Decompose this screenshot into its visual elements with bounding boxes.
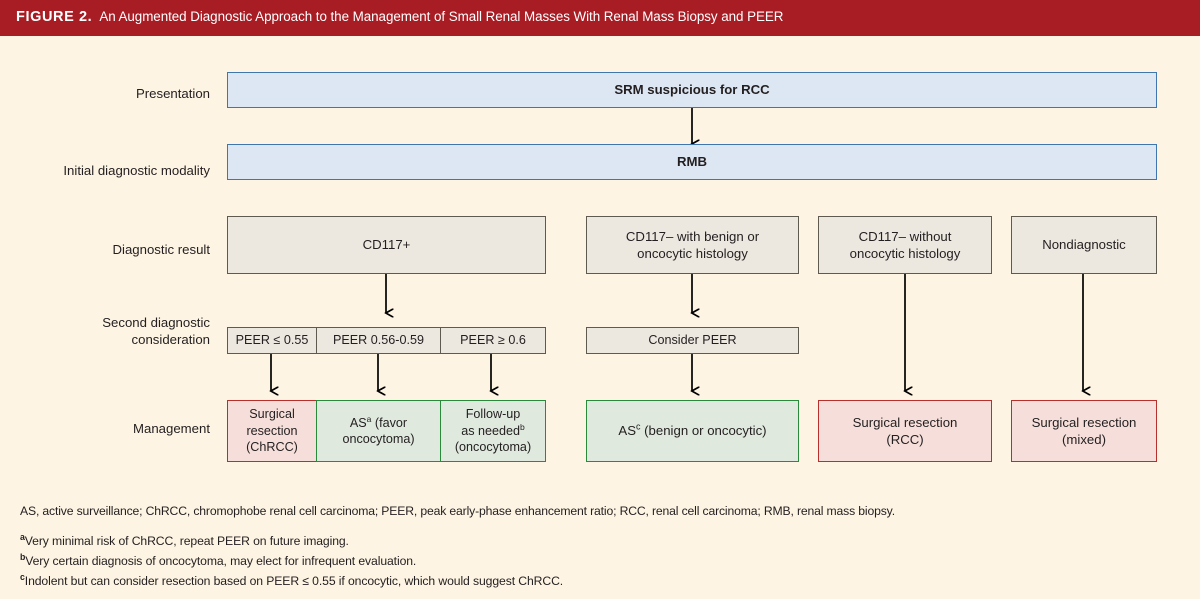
node-as-favor-oncocytoma[interactable]: ASa (favor oncocytoma) — [316, 400, 441, 462]
node-consider-peer[interactable]: Consider PEER — [586, 327, 799, 354]
node-surgical-resection-rcc-line2: (RCC) — [886, 432, 924, 447]
as-benign-suffix: (benign or oncocytic) — [640, 423, 767, 439]
node-surgical-resection-chrcc-line2: resection — [246, 423, 298, 438]
footnote-b: bVery certain diagnosis of oncocytoma, m… — [20, 552, 1180, 572]
footnote-c: cIndolent but can consider resection bas… — [20, 572, 1180, 592]
node-peer-high[interactable]: PEER ≥ 0.6 — [440, 327, 546, 354]
node-follow-up-line1: Follow-up — [465, 407, 521, 422]
node-cd117-negative-benign-line2: oncocytic histology — [637, 246, 748, 261]
footnote-a-text: Very minimal risk of ChRCC, repeat PEER … — [24, 534, 349, 548]
row-label-initial-modality: Initial diagnostic modality — [63, 163, 210, 178]
figure-title: An Augmented Diagnostic Approach to the … — [99, 9, 784, 24]
node-surgical-resection-chrcc-line1: Surgical — [249, 407, 295, 422]
as-label: AS — [349, 415, 367, 430]
node-as-benign-text: ASc (benign or oncocytic) — [618, 422, 766, 439]
node-cd117-negative-without-line1: CD117– without — [858, 228, 952, 244]
footnote-ref-a: a — [366, 413, 372, 424]
node-surgical-resection-rcc[interactable]: Surgical resection (RCC) — [818, 400, 992, 462]
node-peer-low[interactable]: PEER ≤ 0.55 — [227, 327, 317, 354]
node-follow-up-as-needed[interactable]: Follow-up as neededb (oncocytoma) — [440, 400, 546, 462]
node-cd117-positive[interactable]: CD117+ — [227, 216, 546, 274]
diagram-canvas: Presentation Initial diagnostic modality… — [0, 36, 1200, 599]
node-follow-up-line3: (oncocytoma) — [454, 440, 532, 455]
node-cd117-negative-without[interactable]: CD117– without oncocytic histology — [818, 216, 992, 274]
node-nondiagnostic[interactable]: Nondiagnostic — [1011, 216, 1157, 274]
node-srm-suspicious-for-rcc[interactable]: SRM suspicious for RCC — [227, 72, 1157, 108]
footnote-list: aVery minimal risk of ChRCC, repeat PEER… — [20, 532, 1180, 591]
node-cd117-negative-benign[interactable]: CD117– with benign or oncocytic histolog… — [586, 216, 799, 274]
node-peer-mid[interactable]: PEER 0.56-0.59 — [316, 327, 441, 354]
footnote-c-mark: c — [20, 571, 25, 582]
node-rmb[interactable]: RMB — [227, 144, 1157, 180]
row-label-management: Management — [133, 421, 210, 436]
footnote-ref-b: b — [520, 421, 525, 432]
node-follow-up-line2: as neededb — [461, 421, 525, 439]
row-label-presentation: Presentation — [135, 86, 210, 101]
node-as-favor-oncocytoma-line2: oncocytoma) — [342, 432, 415, 446]
header-underline — [0, 33, 1200, 36]
footnote-a: aVery minimal risk of ChRCC, repeat PEER… — [20, 532, 1180, 552]
row-label-second-consideration-line2: consideration — [131, 331, 210, 347]
node-cd117-negative-without-line2: oncocytic histology — [849, 246, 961, 261]
figure-header: FIGURE 2. An Augmented Diagnostic Approa… — [0, 0, 1200, 33]
node-as-benign-or-oncocytic[interactable]: ASc (benign or oncocytic) — [586, 400, 799, 462]
row-label-second-consideration: Second diagnostic consideration — [10, 315, 210, 349]
node-surgical-resection-mixed[interactable]: Surgical resection (mixed) — [1011, 400, 1157, 462]
footnote-b-text: Very certain diagnosis of oncocytoma, ma… — [25, 553, 417, 568]
footnote-a-mark: a — [20, 531, 25, 542]
node-surgical-resection-mixed-line2: (mixed) — [1062, 432, 1106, 447]
footnote-ref-c: c — [636, 422, 641, 433]
node-surgical-resection-chrcc[interactable]: Surgical resection (ChRCC) — [227, 400, 317, 462]
as-benign-label: AS — [618, 423, 637, 439]
footnote-c-text: Indolent but can consider resection base… — [24, 573, 564, 588]
footnote-abbreviations: AS, active surveillance; ChRCC, chromoph… — [20, 504, 895, 518]
as-needed-label: as needed — [461, 423, 521, 438]
row-label-second-consideration-line1: Second diagnostic — [102, 315, 210, 330]
as-favor-suffix: (favor — [371, 415, 408, 430]
node-surgical-resection-mixed-line1: Surgical resection — [1031, 414, 1137, 430]
footnote-b-mark: b — [20, 551, 26, 562]
node-as-favor-oncocytoma-line1: ASa (favor — [349, 413, 408, 431]
row-label-diagnostic-result: Diagnostic result — [112, 242, 210, 257]
node-surgical-resection-chrcc-line3: (ChRCC) — [246, 440, 298, 455]
figure-label: FIGURE 2. — [16, 8, 93, 25]
node-surgical-resection-rcc-line1: Surgical resection — [852, 414, 958, 430]
node-cd117-negative-benign-line1: CD117– with benign or — [625, 228, 760, 244]
